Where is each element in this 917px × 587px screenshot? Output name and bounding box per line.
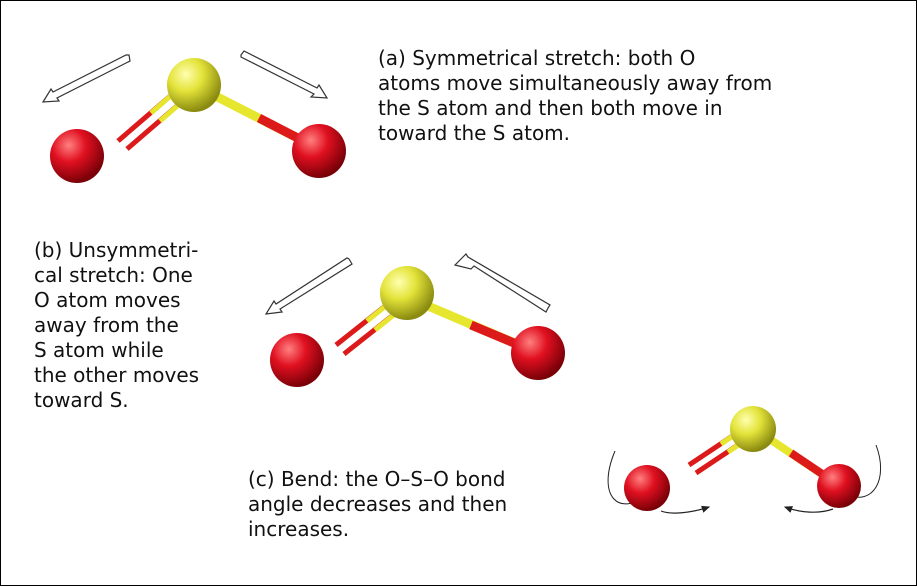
- oxygen-atom-left: [270, 333, 324, 387]
- molecule-b: [264, 253, 565, 387]
- oxygen-atom-left: [624, 465, 670, 511]
- sulfur-atom: [380, 266, 434, 320]
- arrow-left: [41, 54, 131, 103]
- molecule-a: [41, 50, 346, 183]
- sulfur-atom: [167, 58, 221, 112]
- caption-bend: (c) Bend: the O–S–O bond angle decreases…: [248, 467, 508, 541]
- sulfur-atom: [730, 406, 776, 452]
- caption-symmetrical-stretch: (a) Symmetrical stretch: both O atoms mo…: [378, 46, 773, 145]
- arrow-right: [453, 253, 551, 313]
- molecule-c: [607, 406, 881, 514]
- arrow-left: [264, 257, 353, 315]
- bend-arrow-right: [783, 506, 834, 513]
- oxygen-atom-right: [511, 326, 565, 380]
- oxygen-atom-left: [50, 129, 104, 183]
- bend-arrow-left: [660, 505, 711, 514]
- oxygen-atom-right: [292, 124, 346, 178]
- oxygen-atom-right: [817, 464, 861, 508]
- arrow-right: [240, 50, 329, 99]
- caption-unsymmetrical-stretch: (b) Unsymmetri- cal stretch: One O atom …: [34, 238, 200, 412]
